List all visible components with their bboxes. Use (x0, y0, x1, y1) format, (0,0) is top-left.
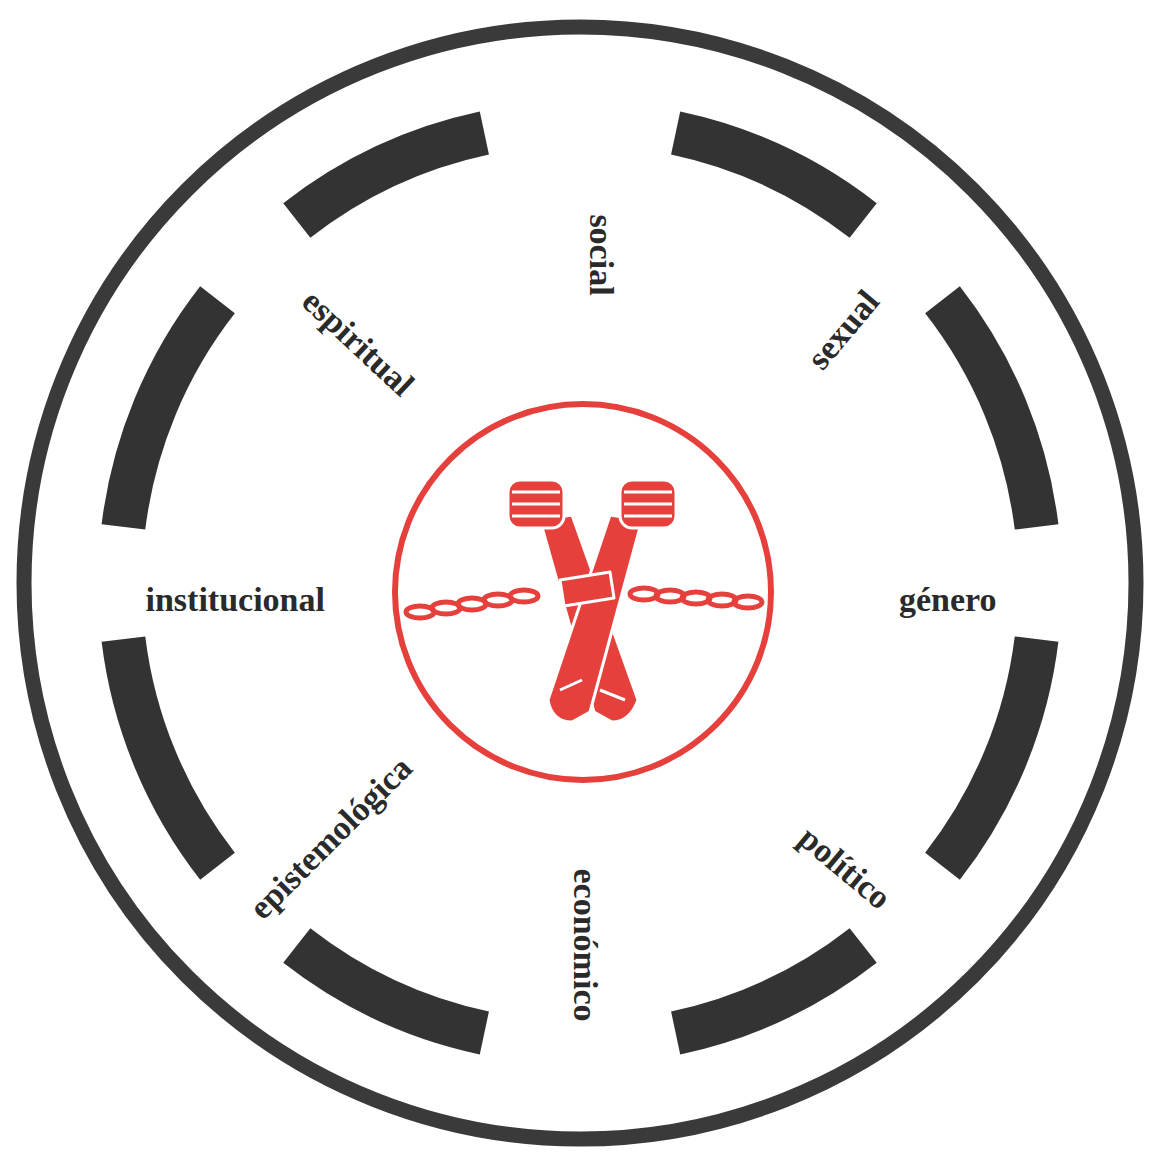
dimension-label: social (583, 214, 617, 295)
dimension-label: económico (568, 869, 602, 1022)
ring-segment (676, 945, 864, 1032)
ring-segment (942, 300, 1036, 527)
crossed-arms (508, 480, 676, 722)
emblem-circle (395, 404, 771, 780)
dimension-label: epistemológica (243, 751, 418, 926)
dimension-label: género (899, 583, 997, 617)
ring-segments (123, 133, 1036, 1033)
ring-segment (123, 300, 217, 527)
dimension-label: político (793, 820, 897, 915)
ring-segment (297, 133, 485, 220)
ring-segment (942, 639, 1036, 866)
dimension-label: sexual (801, 284, 885, 375)
dimension-label: institucional (146, 583, 325, 617)
dimension-label: espiritual (296, 284, 420, 403)
ring-segment (676, 133, 864, 220)
ring-segment (297, 945, 485, 1032)
ring-segment (123, 639, 217, 866)
outer-ring (24, 27, 1136, 1139)
